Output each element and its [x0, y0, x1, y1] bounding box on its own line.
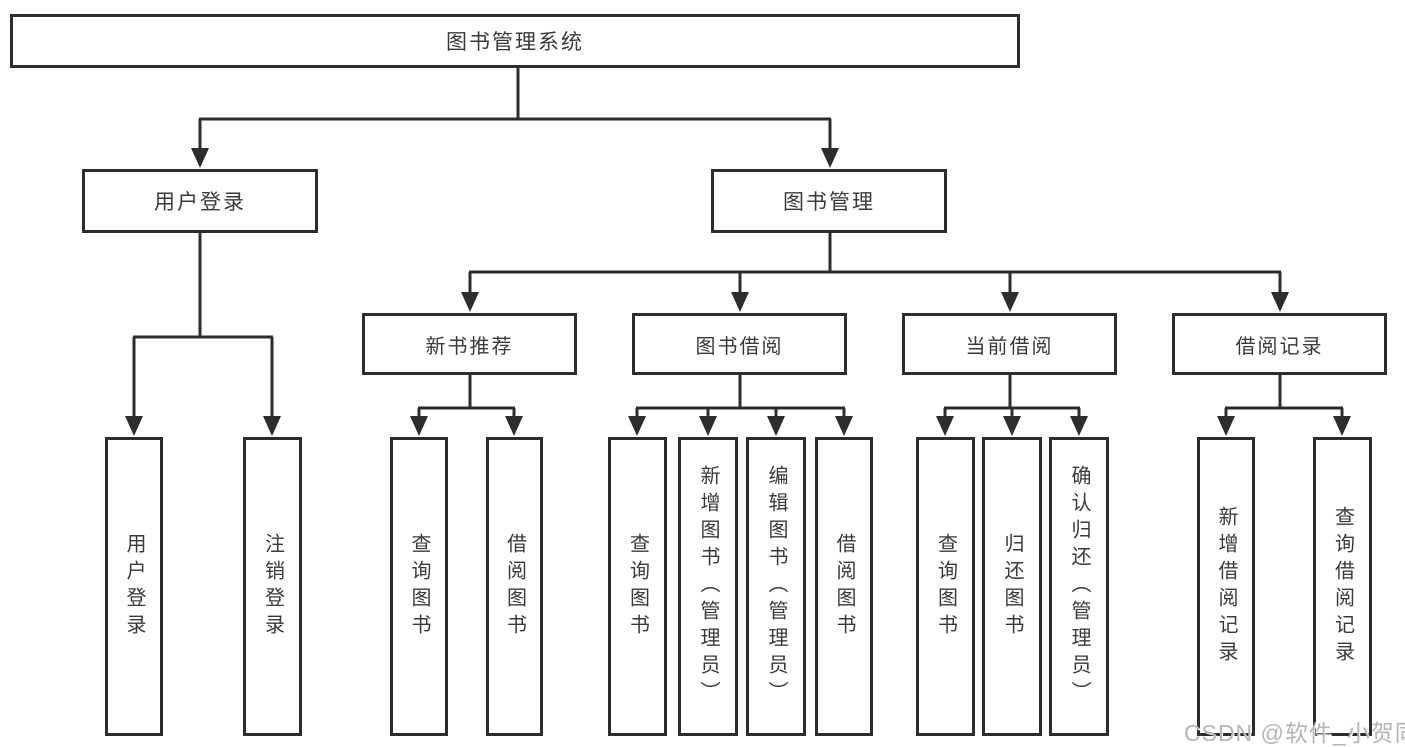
node-current-borrowing: 当前借阅	[902, 313, 1117, 375]
node-user-login: 用户登录	[82, 169, 318, 233]
node-book-management: 图书管理	[711, 169, 947, 233]
node-borrowing-records: 借阅记录	[1172, 313, 1387, 375]
node-library-system: 图书管理系统	[10, 14, 1020, 68]
leaf-return-books: 归还图书	[982, 437, 1042, 736]
leaf-logout: 注销登录	[243, 437, 302, 736]
leaf-user-login: 用户登录	[105, 437, 163, 736]
leaf-borrow-books-recommend: 借阅图书	[486, 437, 543, 736]
leaf-add-books-admin: 新增图书（管理员）	[678, 437, 738, 736]
leaf-query-books-recommend: 查询图书	[390, 437, 448, 736]
leaf-borrow-books: 借阅图书	[815, 437, 873, 736]
leaf-query-borrow-record: 查询借阅记录	[1313, 437, 1372, 736]
csdn-watermark: CSDN @软件_小贺同学	[1184, 720, 1405, 746]
node-new-book-recommend: 新书推荐	[362, 313, 577, 375]
node-book-borrowing: 图书借阅	[632, 313, 847, 375]
leaf-query-books-current: 查询图书	[916, 437, 975, 736]
leaf-confirm-return-admin: 确认归还（管理员）	[1049, 437, 1109, 736]
leaf-add-borrow-record: 新增借阅记录	[1197, 437, 1255, 736]
leaf-edit-books-admin: 编辑图书（管理员）	[746, 437, 806, 736]
leaf-query-books-borrowing: 查询图书	[608, 437, 667, 736]
